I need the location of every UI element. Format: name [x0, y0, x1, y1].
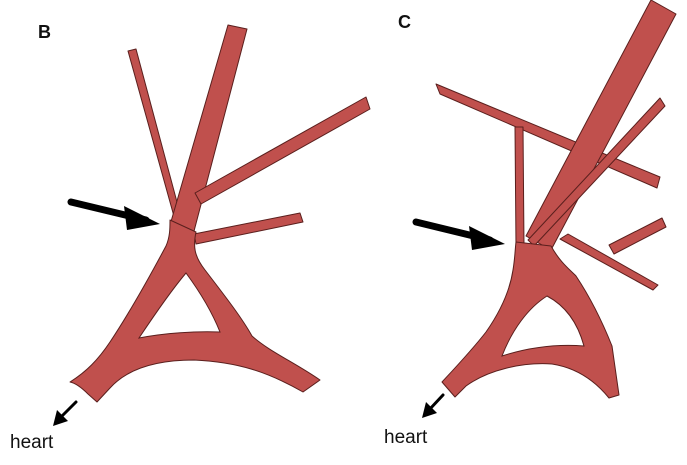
- panel-c-heart-arrow: [422, 395, 443, 418]
- panel-c-side-branch-upper: [609, 218, 666, 254]
- panel-b-heart-label: heart: [10, 432, 53, 454]
- panel-c-pointer-arrow: [416, 222, 505, 250]
- panel-b-thin-branch: [128, 49, 181, 220]
- panel-c-heart-label: heart: [384, 427, 427, 449]
- panel-b-right-branch-lower: [194, 213, 303, 244]
- panel-c-left-thin-vessel: [515, 127, 524, 247]
- panel-b-heart-arrow: [53, 402, 76, 426]
- panel-b-pointer-arrow: [71, 202, 160, 230]
- panel-c-main-trunk: [526, 0, 676, 250]
- panel-c-letter: C: [398, 12, 411, 33]
- panel-c-vessel-network: [416, 0, 676, 418]
- panel-b-main-trunk: [170, 25, 247, 235]
- panel-b-vessel-network: [53, 25, 370, 426]
- panel-b-letter: B: [38, 22, 51, 43]
